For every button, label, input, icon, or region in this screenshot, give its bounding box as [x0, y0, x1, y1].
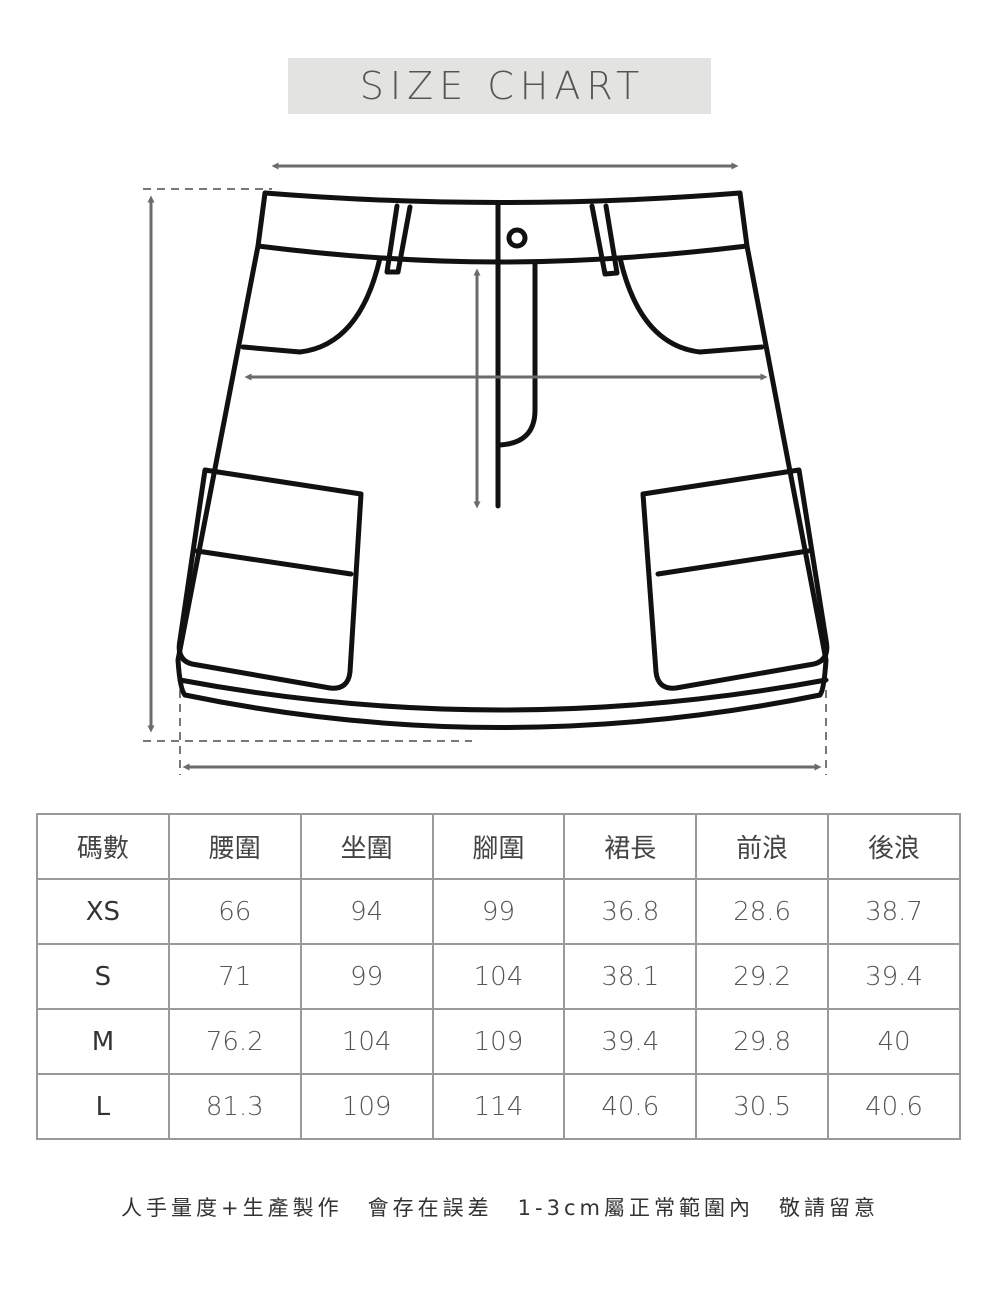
front-rise-cell: 29.8	[695, 1008, 830, 1075]
front-rise-cell: 29.2	[695, 943, 830, 1010]
measurement-disclaimer: 人手量度+生產製作 會存在誤差 1-3cm屬正常範圍內 敬請留意	[121, 1196, 879, 1220]
waist-cell: 71	[167, 943, 302, 1010]
header-back-rise: 後浪	[827, 813, 961, 880]
hip-cell: 99	[299, 943, 434, 1010]
hem-cell: 104	[431, 943, 566, 1010]
waist-cell: 76.2	[167, 1008, 302, 1075]
header-hem: 腳圍	[431, 813, 566, 880]
waist-cell: 81.3	[167, 1073, 302, 1140]
hip-cell: 109	[299, 1073, 434, 1140]
length-cell: 39.4	[563, 1008, 698, 1075]
title-bar: SIZE CHART	[288, 58, 711, 114]
table-row: XS 66 94 99 36.8 28.6 38.7	[36, 878, 961, 945]
length-cell: 40.6	[563, 1073, 698, 1140]
header-front-rise: 前浪	[695, 813, 830, 880]
size-cell: M	[36, 1008, 170, 1075]
length-cell: 38.1	[563, 943, 698, 1010]
header-hip: 坐圍	[299, 813, 434, 880]
measurement-arrows	[147, 162, 822, 771]
hem-cell: 109	[431, 1008, 566, 1075]
header-waist: 腰圍	[167, 813, 302, 880]
skirt-outline	[175, 190, 830, 730]
front-rise-cell: 30.5	[695, 1073, 830, 1140]
size-cell: L	[36, 1073, 170, 1140]
back-rise-cell: 38.7	[827, 878, 961, 945]
hem-cell: 114	[431, 1073, 566, 1140]
table-header-row: 碼數 腰圍 坐圍 腳圍 裙長 前浪 後浪	[36, 813, 961, 880]
length-cell: 36.8	[563, 878, 698, 945]
guide-lines	[143, 188, 827, 775]
size-cell: S	[36, 943, 170, 1010]
header-length: 裙長	[563, 813, 698, 880]
table-row: M 76.2 104 109 39.4 29.8 40	[36, 1008, 961, 1075]
back-rise-cell: 40	[827, 1008, 961, 1075]
back-rise-cell: 39.4	[827, 943, 961, 1010]
waist-cell: 66	[167, 878, 302, 945]
size-table: 碼數 腰圍 坐圍 腳圍 裙長 前浪 後浪 XS 66 94 99 36.8 28…	[36, 813, 961, 1140]
table-row: S 71 99 104 38.1 29.2 39.4	[36, 943, 961, 1010]
hem-cell: 99	[431, 878, 566, 945]
skirt-illustration	[143, 162, 830, 775]
size-cell: XS	[36, 878, 170, 945]
hip-cell: 104	[299, 1008, 434, 1075]
table-row: L 81.3 109 114 40.6 30.5 40.6	[36, 1073, 961, 1140]
header-size: 碼數	[36, 813, 170, 880]
page-title: SIZE CHART	[359, 64, 646, 108]
hip-cell: 94	[299, 878, 434, 945]
back-rise-cell: 40.6	[827, 1073, 961, 1140]
front-rise-cell: 28.6	[695, 878, 830, 945]
